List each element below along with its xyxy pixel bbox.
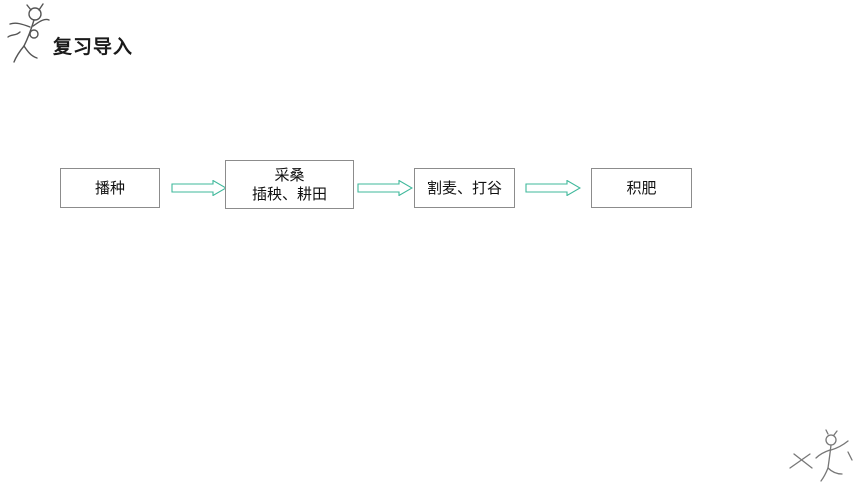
page-title: 复习导入 xyxy=(53,36,134,58)
step-harvest-label: 割麦、打谷 xyxy=(426,178,502,197)
step-manure-label: 积肥 xyxy=(626,178,657,197)
arrow-right-icon xyxy=(171,180,227,196)
arrow-right-icon xyxy=(357,180,413,196)
arrow-right-icon xyxy=(525,180,581,196)
step-manure-box: 积肥 xyxy=(591,168,692,208)
step-mulberry-label: 采桑 xyxy=(274,165,305,184)
stick-figure-icon xyxy=(7,3,50,63)
step-transplant-label: 插秧、耕田 xyxy=(251,184,327,203)
step-sowing-label: 播种 xyxy=(94,178,125,197)
step-sowing-box: 播种 xyxy=(60,168,160,208)
step-mulberry-transplant-box: 采桑 插秧、耕田 xyxy=(225,160,354,209)
stick-figure-icon xyxy=(789,429,853,482)
step-harvest-box: 割麦、打谷 xyxy=(414,168,515,208)
